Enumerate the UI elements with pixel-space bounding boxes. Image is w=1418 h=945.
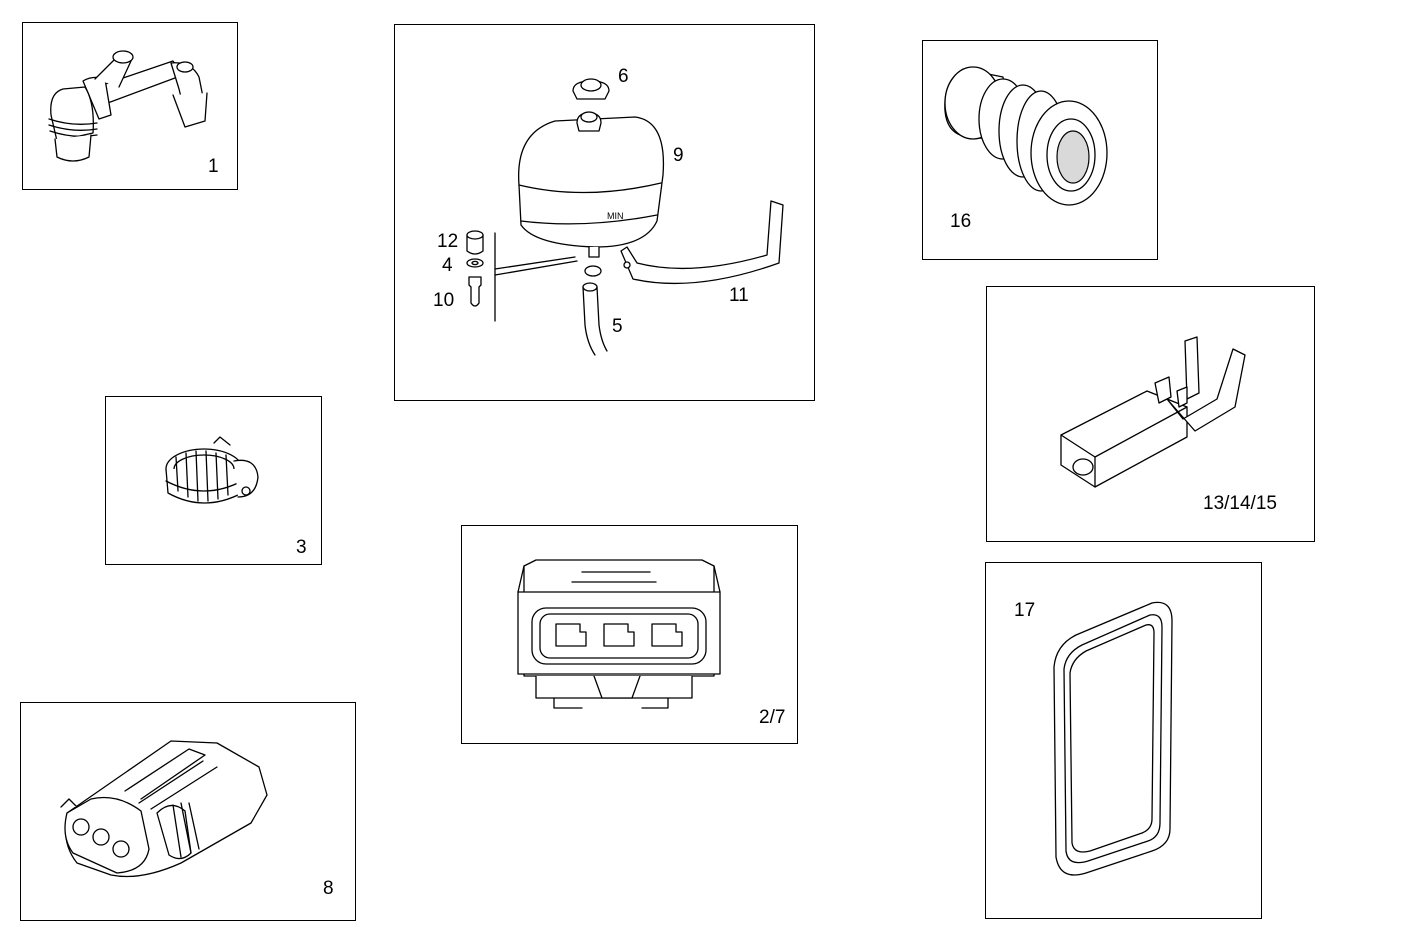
grommet-drawing <box>944 66 1108 206</box>
part-number-16: 16 <box>950 211 972 232</box>
part-number-4: 4 <box>442 255 453 276</box>
part-number-12: 12 <box>437 231 459 252</box>
part-panel-8[interactable]: 8 <box>20 702 356 921</box>
part-panel-3[interactable]: 3 <box>105 396 322 565</box>
connector-front-drawing <box>517 559 721 709</box>
expansion-tank-drawing: MIN <box>466 78 784 356</box>
part-panel-16[interactable]: 16 <box>922 40 1158 260</box>
part-number-9: 9 <box>673 145 684 166</box>
part-panel-2-7[interactable]: 2/7 <box>461 525 798 744</box>
part-panel-17[interactable]: 17 <box>985 562 1262 919</box>
gasket-drawing <box>1053 601 1173 876</box>
part-number-2-7: 2/7 <box>759 707 786 728</box>
part-number-11: 11 <box>729 285 749 306</box>
part-number-1: 1 <box>208 156 219 177</box>
elbow-connector-drawing <box>48 50 208 162</box>
part-panel-1[interactable]: 1 <box>22 22 238 190</box>
part-panel-13-14-15[interactable]: 13/14/15 <box>986 286 1315 542</box>
tank-min-mark: MIN <box>607 211 624 221</box>
part-number-13-14-15: 13/14/15 <box>1203 493 1277 514</box>
part-panel-expansion-tank[interactable]: MIN 6 9 12 4 10 11 5 <box>394 24 815 401</box>
part-number-10: 10 <box>433 290 455 311</box>
crimp-terminal-drawing <box>1060 336 1246 488</box>
part-number-5: 5 <box>612 316 623 337</box>
part-number-17: 17 <box>1014 600 1036 621</box>
part-number-6: 6 <box>618 66 629 87</box>
connector-plug-drawing <box>60 740 268 878</box>
hose-clamp-drawing <box>165 436 259 504</box>
part-number-3: 3 <box>296 537 307 558</box>
part-number-8: 8 <box>323 878 334 899</box>
